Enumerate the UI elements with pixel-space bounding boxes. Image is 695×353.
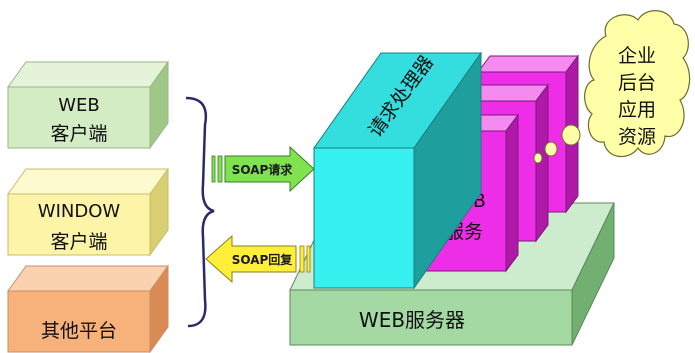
client-box-web: WEB 客户端 bbox=[7, 60, 169, 150]
soap-request-arrow: SOAP请求 bbox=[211, 145, 315, 193]
client-window-line2: 客户端 bbox=[50, 231, 107, 253]
client-box-window: WINDOW 客户端 bbox=[7, 167, 169, 257]
request-processor: 请求处理器 bbox=[313, 51, 482, 290]
cloud-bubble-large bbox=[561, 124, 581, 146]
soap-request-label: SOAP请求 bbox=[232, 162, 294, 177]
web-server-label: WEB服务器 bbox=[359, 308, 465, 332]
client-other-label: 其他平台 bbox=[41, 320, 117, 342]
soap-reply-label: SOAP回复 bbox=[232, 252, 294, 267]
client-web-line1: WEB bbox=[58, 95, 100, 116]
client-web-line2: 客户端 bbox=[50, 123, 107, 145]
client-box-other: 其他平台 bbox=[7, 264, 169, 353]
cloud-line-3: 应用 bbox=[618, 99, 656, 121]
cloud-line-1: 企业 bbox=[618, 45, 656, 67]
soap-reply-arrow: SOAP回复 bbox=[205, 234, 311, 284]
curly-brace bbox=[185, 96, 215, 328]
cloud-line-4: 资源 bbox=[618, 126, 656, 148]
client-window-line1: WINDOW bbox=[38, 201, 121, 222]
cloud-bubble-medium bbox=[544, 141, 558, 157]
cloud-bubble-small bbox=[533, 152, 543, 164]
cloud-line-2: 后台 bbox=[618, 72, 656, 94]
backend-resource-cloud: 企业 后台 应用 资源 bbox=[584, 10, 691, 158]
